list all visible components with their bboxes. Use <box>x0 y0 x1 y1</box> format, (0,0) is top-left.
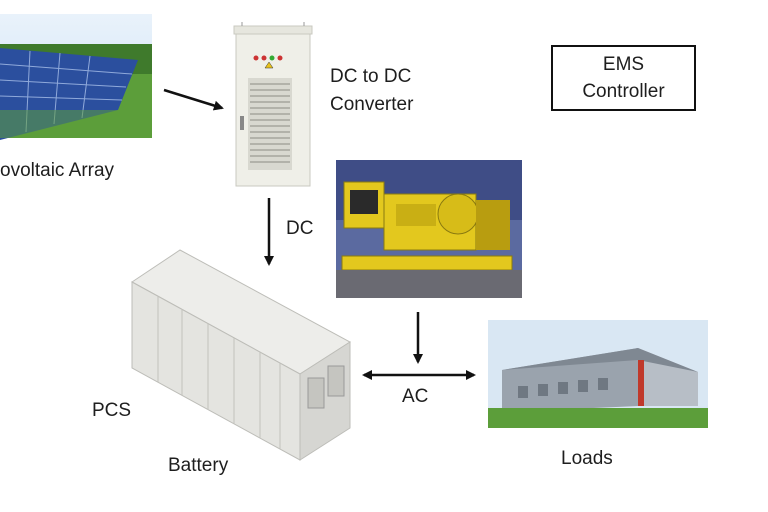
battery-container-image <box>131 249 351 461</box>
ems-label-line2: Controller <box>582 81 665 102</box>
solar-panel-image <box>0 14 152 140</box>
arrow-pv-to-converter-line <box>163 88 224 111</box>
converter-label-line1: DC to DC <box>330 66 412 87</box>
generator-image <box>336 160 522 298</box>
converter-cabinet-image <box>233 22 313 187</box>
dc-label: DC <box>286 218 314 239</box>
battery-label: Battery <box>168 455 229 476</box>
ac-label: AC <box>402 386 429 407</box>
ems-controller-box: EMS Controller <box>551 45 696 111</box>
converter-label-line2: Converter <box>330 94 414 115</box>
pcs-label: PCS <box>92 400 132 421</box>
pv-array-label: ovoltaic Array <box>0 160 115 181</box>
loads-label: Loads <box>561 448 613 469</box>
factory-building-image <box>488 320 708 428</box>
ems-label-line1: EMS <box>602 54 645 75</box>
